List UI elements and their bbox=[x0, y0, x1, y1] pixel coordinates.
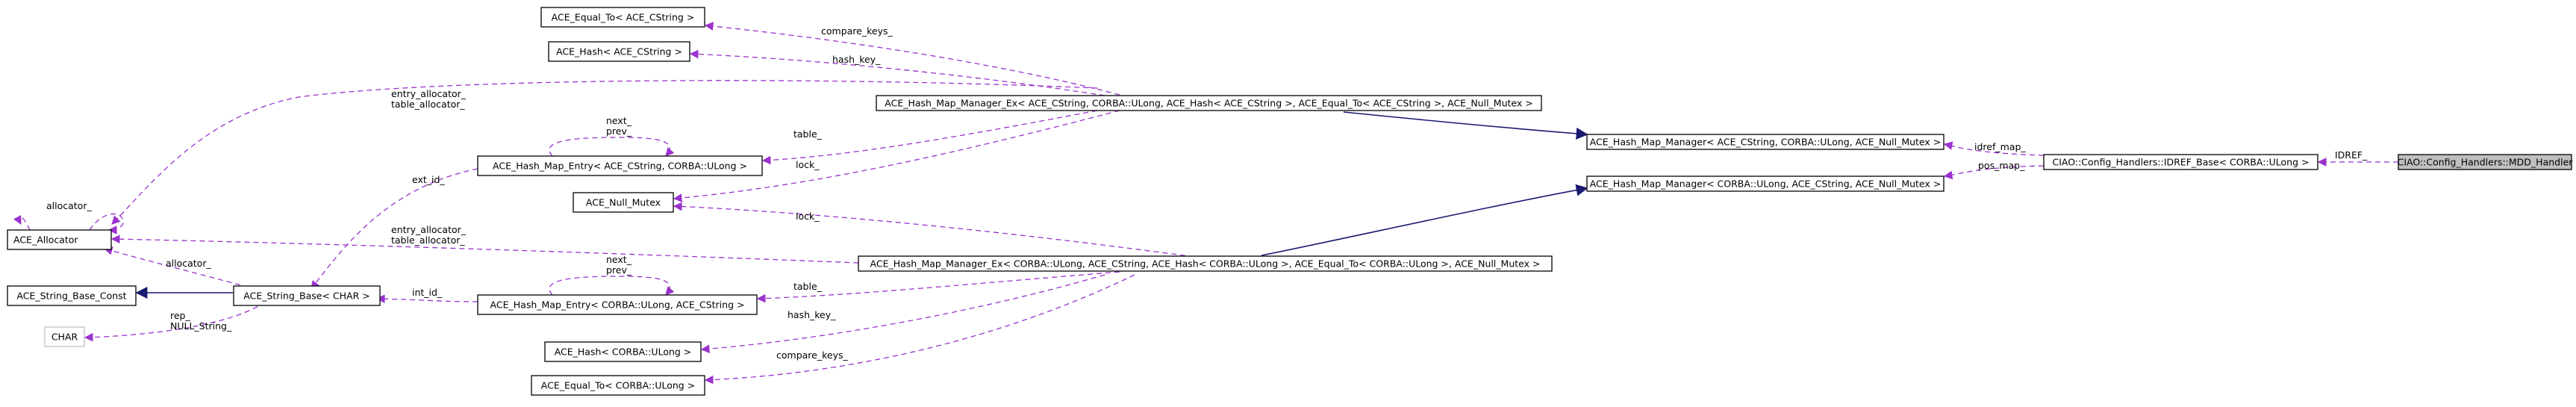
node-hmmex-cstring-ulong[interactable]: ACE_Hash_Map_Manager_Ex< ACE_CString, CO… bbox=[876, 95, 1542, 111]
node-entry-ulong-cstring[interactable]: ACE_Hash_Map_Entry< CORBA::ULong, ACE_CS… bbox=[477, 294, 758, 315]
svg-text:ACE_Hash_Map_Manager< CORBA::U: ACE_Hash_Map_Manager< CORBA::ULong, ACE_… bbox=[1590, 178, 1942, 190]
svg-text:ACE_Hash_Map_Manager_Ex< CORBA: ACE_Hash_Map_Manager_Ex< CORBA::ULong, A… bbox=[870, 258, 1541, 270]
edge-label-allocator-self: allocator_ bbox=[46, 200, 92, 211]
edge-label-table-ulong: table_ bbox=[793, 281, 823, 292]
edge-lock-cstring bbox=[673, 110, 1120, 202]
edge-lock-ulong bbox=[673, 202, 1195, 258]
node-hash-cstring[interactable]: ACE_Hash< ACE_CString > bbox=[548, 41, 690, 62]
edge-allocator-ulong bbox=[110, 234, 859, 264]
svg-text:ACE_Null_Mutex: ACE_Null_Mutex bbox=[586, 197, 661, 208]
edge-label-next-prev-ulong: next_ prev_ bbox=[606, 254, 634, 276]
nodes-layer: CIAO::Config_Handlers::MDD_Handler CIAO:… bbox=[7, 7, 2574, 396]
svg-text:ACE_String_Base< CHAR >: ACE_String_Base< CHAR > bbox=[243, 291, 369, 302]
edge-label-line: prev_ bbox=[606, 264, 632, 276]
node-hmm-cstring-ulong[interactable]: ACE_Hash_Map_Manager< ACE_CString, CORBA… bbox=[1586, 134, 1945, 150]
edge-compare-keys-ulong bbox=[704, 274, 1135, 385]
svg-text:ACE_Allocator: ACE_Allocator bbox=[13, 234, 78, 246]
svg-text:CHAR: CHAR bbox=[52, 332, 78, 343]
edge-label-hash-key-cstring: hash_key_ bbox=[832, 54, 881, 65]
edge-next-prev-cstring bbox=[549, 137, 675, 157]
edge-pos-map bbox=[1943, 165, 2045, 180]
edge-next-prev-ulong bbox=[549, 276, 675, 296]
node-string-base-char[interactable]: ACE_String_Base< CHAR > bbox=[233, 285, 381, 306]
edge-label-compare-keys-ulong: compare_keys_ bbox=[776, 349, 848, 361]
svg-text:ACE_Hash_Map_Manager_Ex< ACE_C: ACE_Hash_Map_Manager_Ex< ACE_CString, CO… bbox=[885, 98, 1532, 109]
svg-text:ACE_Hash_Map_Manager< ACE_CStr: ACE_Hash_Map_Manager< ACE_CString, CORBA… bbox=[1590, 137, 1942, 148]
edge-label-table-cstring: table_ bbox=[793, 128, 823, 140]
svg-text:ACE_Equal_To< ACE_CString >: ACE_Equal_To< ACE_CString > bbox=[552, 12, 695, 23]
edge-label-line: NULL_String_ bbox=[170, 320, 232, 332]
svg-text:ACE_Hash< CORBA::ULong >: ACE_Hash< CORBA::ULong > bbox=[555, 347, 692, 358]
node-mdd-handler[interactable]: CIAO::Config_Handlers::MDD_Handler bbox=[2398, 154, 2574, 170]
edge-label-next-prev-cstring: next_ prev_ bbox=[606, 115, 634, 137]
edge-label-pos-map: pos_map_ bbox=[1978, 160, 2025, 171]
svg-text:ACE_Equal_To< CORBA::ULong >: ACE_Equal_To< CORBA::ULong > bbox=[541, 380, 695, 391]
node-allocator[interactable]: ACE_Allocator bbox=[7, 229, 112, 250]
edge-inherit-cstring-ulong bbox=[1343, 111, 1588, 140]
node-hmmex-ulong-cstring[interactable]: ACE_Hash_Map_Manager_Ex< CORBA::ULong, A… bbox=[858, 255, 1553, 272]
edge-allocator-string bbox=[103, 246, 258, 291]
svg-text:ACE_Hash_Map_Entry< ACE_CStrin: ACE_Hash_Map_Entry< ACE_CString, CORBA::… bbox=[493, 161, 747, 172]
edge-label-allocator-string: allocator_ bbox=[166, 258, 211, 269]
svg-text:CIAO::Config_Handlers::MDD_Han: CIAO::Config_Handlers::MDD_Handler bbox=[2398, 157, 2574, 168]
node-entry-cstring-ulong[interactable]: ACE_Hash_Map_Entry< ACE_CString, CORBA::… bbox=[477, 155, 763, 176]
edge-allocator-cstring bbox=[111, 80, 1098, 225]
edge-hash-key-cstring bbox=[689, 49, 1105, 96]
node-equal-ulong[interactable]: ACE_Equal_To< CORBA::ULong > bbox=[531, 375, 705, 396]
edge-label-compare-keys-cstring: compare_keys_ bbox=[821, 25, 893, 37]
edge-label-ext-id: ext_id_ bbox=[412, 174, 445, 185]
edge-label-idref: IDREF_ bbox=[2335, 149, 2368, 161]
edge-table-cstring bbox=[761, 110, 1098, 165]
edge-rep-null-string bbox=[84, 301, 266, 342]
edge-compare-keys-cstring bbox=[704, 22, 1120, 96]
node-hmm-ulong-cstring[interactable]: ACE_Hash_Map_Manager< CORBA::ULong, ACE_… bbox=[1586, 175, 1945, 192]
edges-layer: IDREF_ idref_map_ pos_map_ compare_keys_… bbox=[13, 22, 2398, 385]
node-string-base-const[interactable]: ACE_String_Base_Const bbox=[7, 285, 137, 306]
node-equal-cstring[interactable]: ACE_Equal_To< ACE_CString > bbox=[540, 7, 705, 28]
node-hash-ulong[interactable]: ACE_Hash< CORBA::ULong > bbox=[544, 341, 702, 362]
edge-label-hash-key-ulong: hash_key_ bbox=[788, 309, 836, 320]
node-idref-base[interactable]: CIAO::Config_Handlers::IDREF_Base< CORBA… bbox=[2043, 154, 2318, 170]
edge-label-allocator-ulong: entry_allocator_ table_allocator_ bbox=[391, 224, 469, 246]
svg-text:CIAO::Config_Handlers::IDREF_B: CIAO::Config_Handlers::IDREF_Base< CORBA… bbox=[2053, 157, 2310, 168]
edge-inherit-ulong-cstring bbox=[1261, 184, 1588, 256]
edge-allocator-self-left bbox=[13, 214, 31, 231]
edge-hash-key-ulong bbox=[700, 274, 1105, 353]
edge-label-int-id: int_id_ bbox=[412, 287, 443, 298]
svg-text:ACE_String_Base_Const: ACE_String_Base_Const bbox=[16, 291, 126, 302]
svg-text:ACE_Hash< ACE_CString >: ACE_Hash< ACE_CString > bbox=[556, 46, 682, 58]
edge-int-id bbox=[375, 294, 478, 304]
edge-label-lock-ulong: lock_ bbox=[796, 211, 820, 222]
svg-text:ACE_Hash_Map_Entry< CORBA::ULo: ACE_Hash_Map_Entry< CORBA::ULong, ACE_CS… bbox=[490, 299, 745, 311]
edge-label-line: prev_ bbox=[606, 125, 632, 137]
edge-allocator-self bbox=[89, 213, 124, 234]
edge-idref-map bbox=[1943, 141, 2045, 156]
edge-label-idref-map: idref_map_ bbox=[1974, 141, 2026, 152]
edge-label-rep-null-string: rep_ NULL_String_ bbox=[170, 310, 232, 332]
edge-table-ulong bbox=[756, 271, 1120, 303]
node-null-mutex[interactable]: ACE_Null_Mutex bbox=[573, 192, 674, 213]
edge-label-lock-cstring: lock_ bbox=[796, 159, 820, 170]
edge-label-line: table_allocator_ bbox=[391, 234, 465, 246]
edge-ext-id bbox=[311, 168, 478, 290]
node-char[interactable]: CHAR bbox=[44, 326, 85, 347]
edge-label-allocator-cstring: entry_allocator_ table_allocator_ bbox=[391, 88, 469, 110]
edge-label-line: table_allocator_ bbox=[391, 99, 465, 110]
